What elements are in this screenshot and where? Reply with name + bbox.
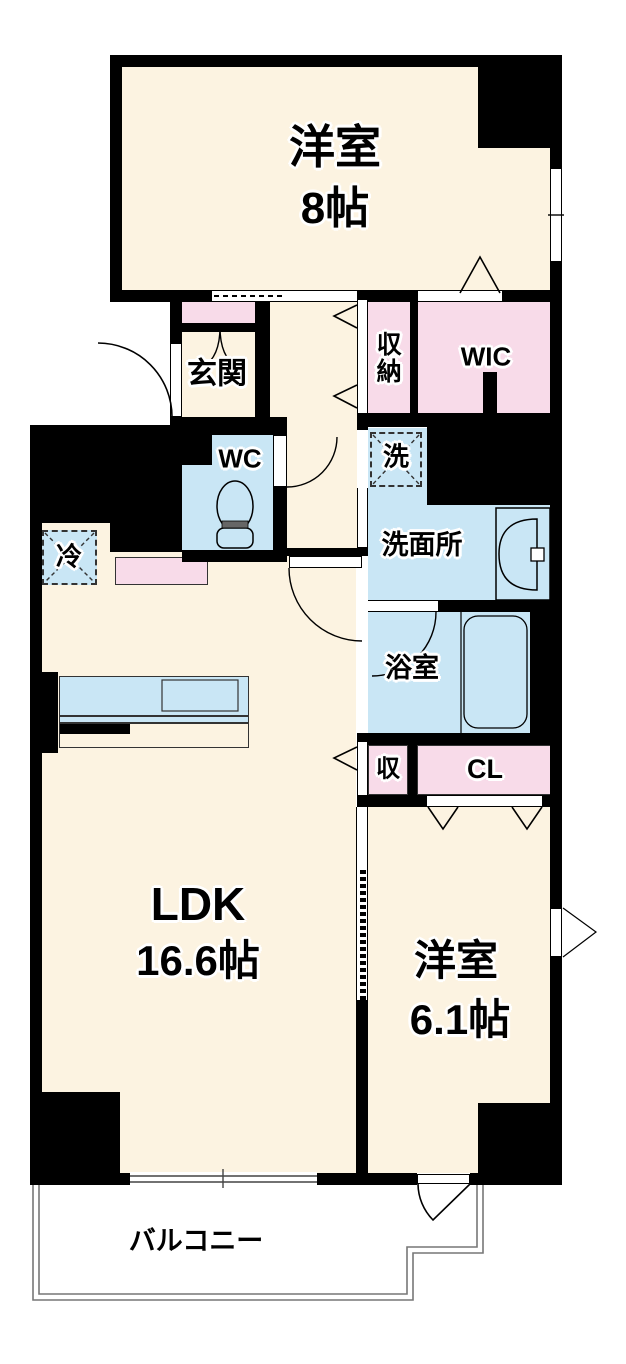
shoe-cabinet-edge (182, 323, 257, 332)
storage-floor (368, 745, 408, 795)
wall-clrow-bottom-b (542, 795, 562, 807)
wc-door-leaf (273, 435, 287, 487)
bath-door-opening (368, 600, 438, 612)
kitchen-counter-sill (59, 716, 249, 723)
wall-hall-ldk (287, 548, 368, 556)
balcony-window (130, 1172, 317, 1186)
ldk-door-leaf (289, 556, 362, 568)
hall-storage-floor (368, 302, 410, 413)
hall-8-opening (288, 290, 357, 302)
wic-door-opening (418, 290, 502, 302)
pillar-bottom-left (30, 1092, 120, 1185)
wall-entrance-left-top (170, 290, 182, 343)
laundry-label: 洗 (382, 441, 410, 472)
ldk-label: LDK (150, 877, 246, 930)
entrance-door-arc (97, 342, 173, 418)
wall-8-bottom-b (357, 290, 418, 302)
ldk-size: 16.6帖 (136, 936, 260, 984)
bedroom61-size: 6.1帖 (409, 995, 511, 1043)
storage-door-opening (357, 742, 368, 795)
wall-wc-topleft (182, 435, 212, 465)
casement-window-icon (562, 907, 598, 958)
pillar-bottom-right (478, 1103, 562, 1185)
wic-stub-wall (483, 372, 497, 418)
wall-ldk-bottom-a (120, 1173, 130, 1185)
closet-label: CL (467, 753, 503, 784)
entrance-label: 玄関 (187, 357, 247, 391)
kitchen-left-block (35, 672, 58, 753)
closet-floor (417, 745, 553, 795)
balcony-door-arc (417, 1183, 471, 1222)
wall-top (110, 55, 562, 67)
kitchen-base-outline (59, 723, 249, 748)
bathroom-label: 浴室 (385, 652, 439, 683)
wall-hall-right-a (357, 410, 368, 430)
wc-floor-ext (182, 465, 212, 550)
bedroom8-window (550, 168, 562, 262)
entrance-door-leaf (170, 343, 182, 417)
wall-right-mid2 (550, 743, 562, 908)
bedroom8-size: 8帖 (300, 183, 370, 233)
wall-61-bottom-a (356, 1173, 417, 1185)
wall-ldk-bottom-b (317, 1173, 356, 1185)
wc-label: WC (218, 443, 262, 474)
closet-door-opening (427, 795, 542, 807)
wall-storage-cl (408, 745, 417, 795)
wall-partition-low (356, 1000, 368, 1177)
balcony-label: バルコニー (128, 1225, 264, 1256)
wall-right-low (550, 957, 562, 1103)
wall-right-8a (550, 67, 562, 168)
hall-storage-opening (357, 300, 368, 413)
block-left-upper (30, 425, 110, 523)
wall-wicrow-bottom (357, 413, 562, 427)
block-left-mid (110, 425, 182, 552)
wic-label: WIC (460, 341, 512, 372)
shoe-cabinet (182, 302, 257, 323)
partition-opening (356, 807, 368, 1000)
wall-entrance-bottom (182, 417, 287, 435)
kitchen-range-block (59, 723, 130, 734)
wall-entrance-right (255, 300, 270, 425)
wall-right-mid (550, 295, 562, 600)
wall-left-ldk (30, 520, 42, 1092)
bedroom61-label: 洋室 (413, 936, 499, 984)
wall-8-bottom-a (110, 290, 212, 302)
kitchen-counter (59, 676, 249, 716)
wall-left-8 (110, 55, 122, 302)
washroom-label: 洗面所 (381, 529, 463, 560)
storage-label: 収 (376, 755, 400, 783)
wall-washroom-bottom (438, 600, 550, 612)
block-washroom-step (427, 427, 550, 505)
wall-clrow-bottom-a (357, 795, 427, 807)
high-window-opening (212, 290, 288, 302)
wall-61-bottom-b (470, 1173, 478, 1185)
pillar-top-right (478, 55, 562, 148)
wall-bath-right (530, 600, 562, 743)
wall-wc-right-low (273, 487, 287, 550)
wall-wc-bottom (182, 550, 287, 562)
ldk-floor (42, 520, 356, 1173)
washroom-opening (357, 488, 368, 547)
bedroom61-window (550, 908, 562, 957)
wall-8-bottom-c (502, 290, 562, 302)
fridge-label: 冷 (55, 541, 83, 572)
balcony-door-leaf (417, 1174, 470, 1184)
wall-bath-bottom (357, 733, 562, 745)
bedroom8-label: 洋室 (289, 120, 381, 173)
wall-storage-wic (410, 300, 418, 413)
hall-storage-label: 収納 (373, 331, 402, 385)
